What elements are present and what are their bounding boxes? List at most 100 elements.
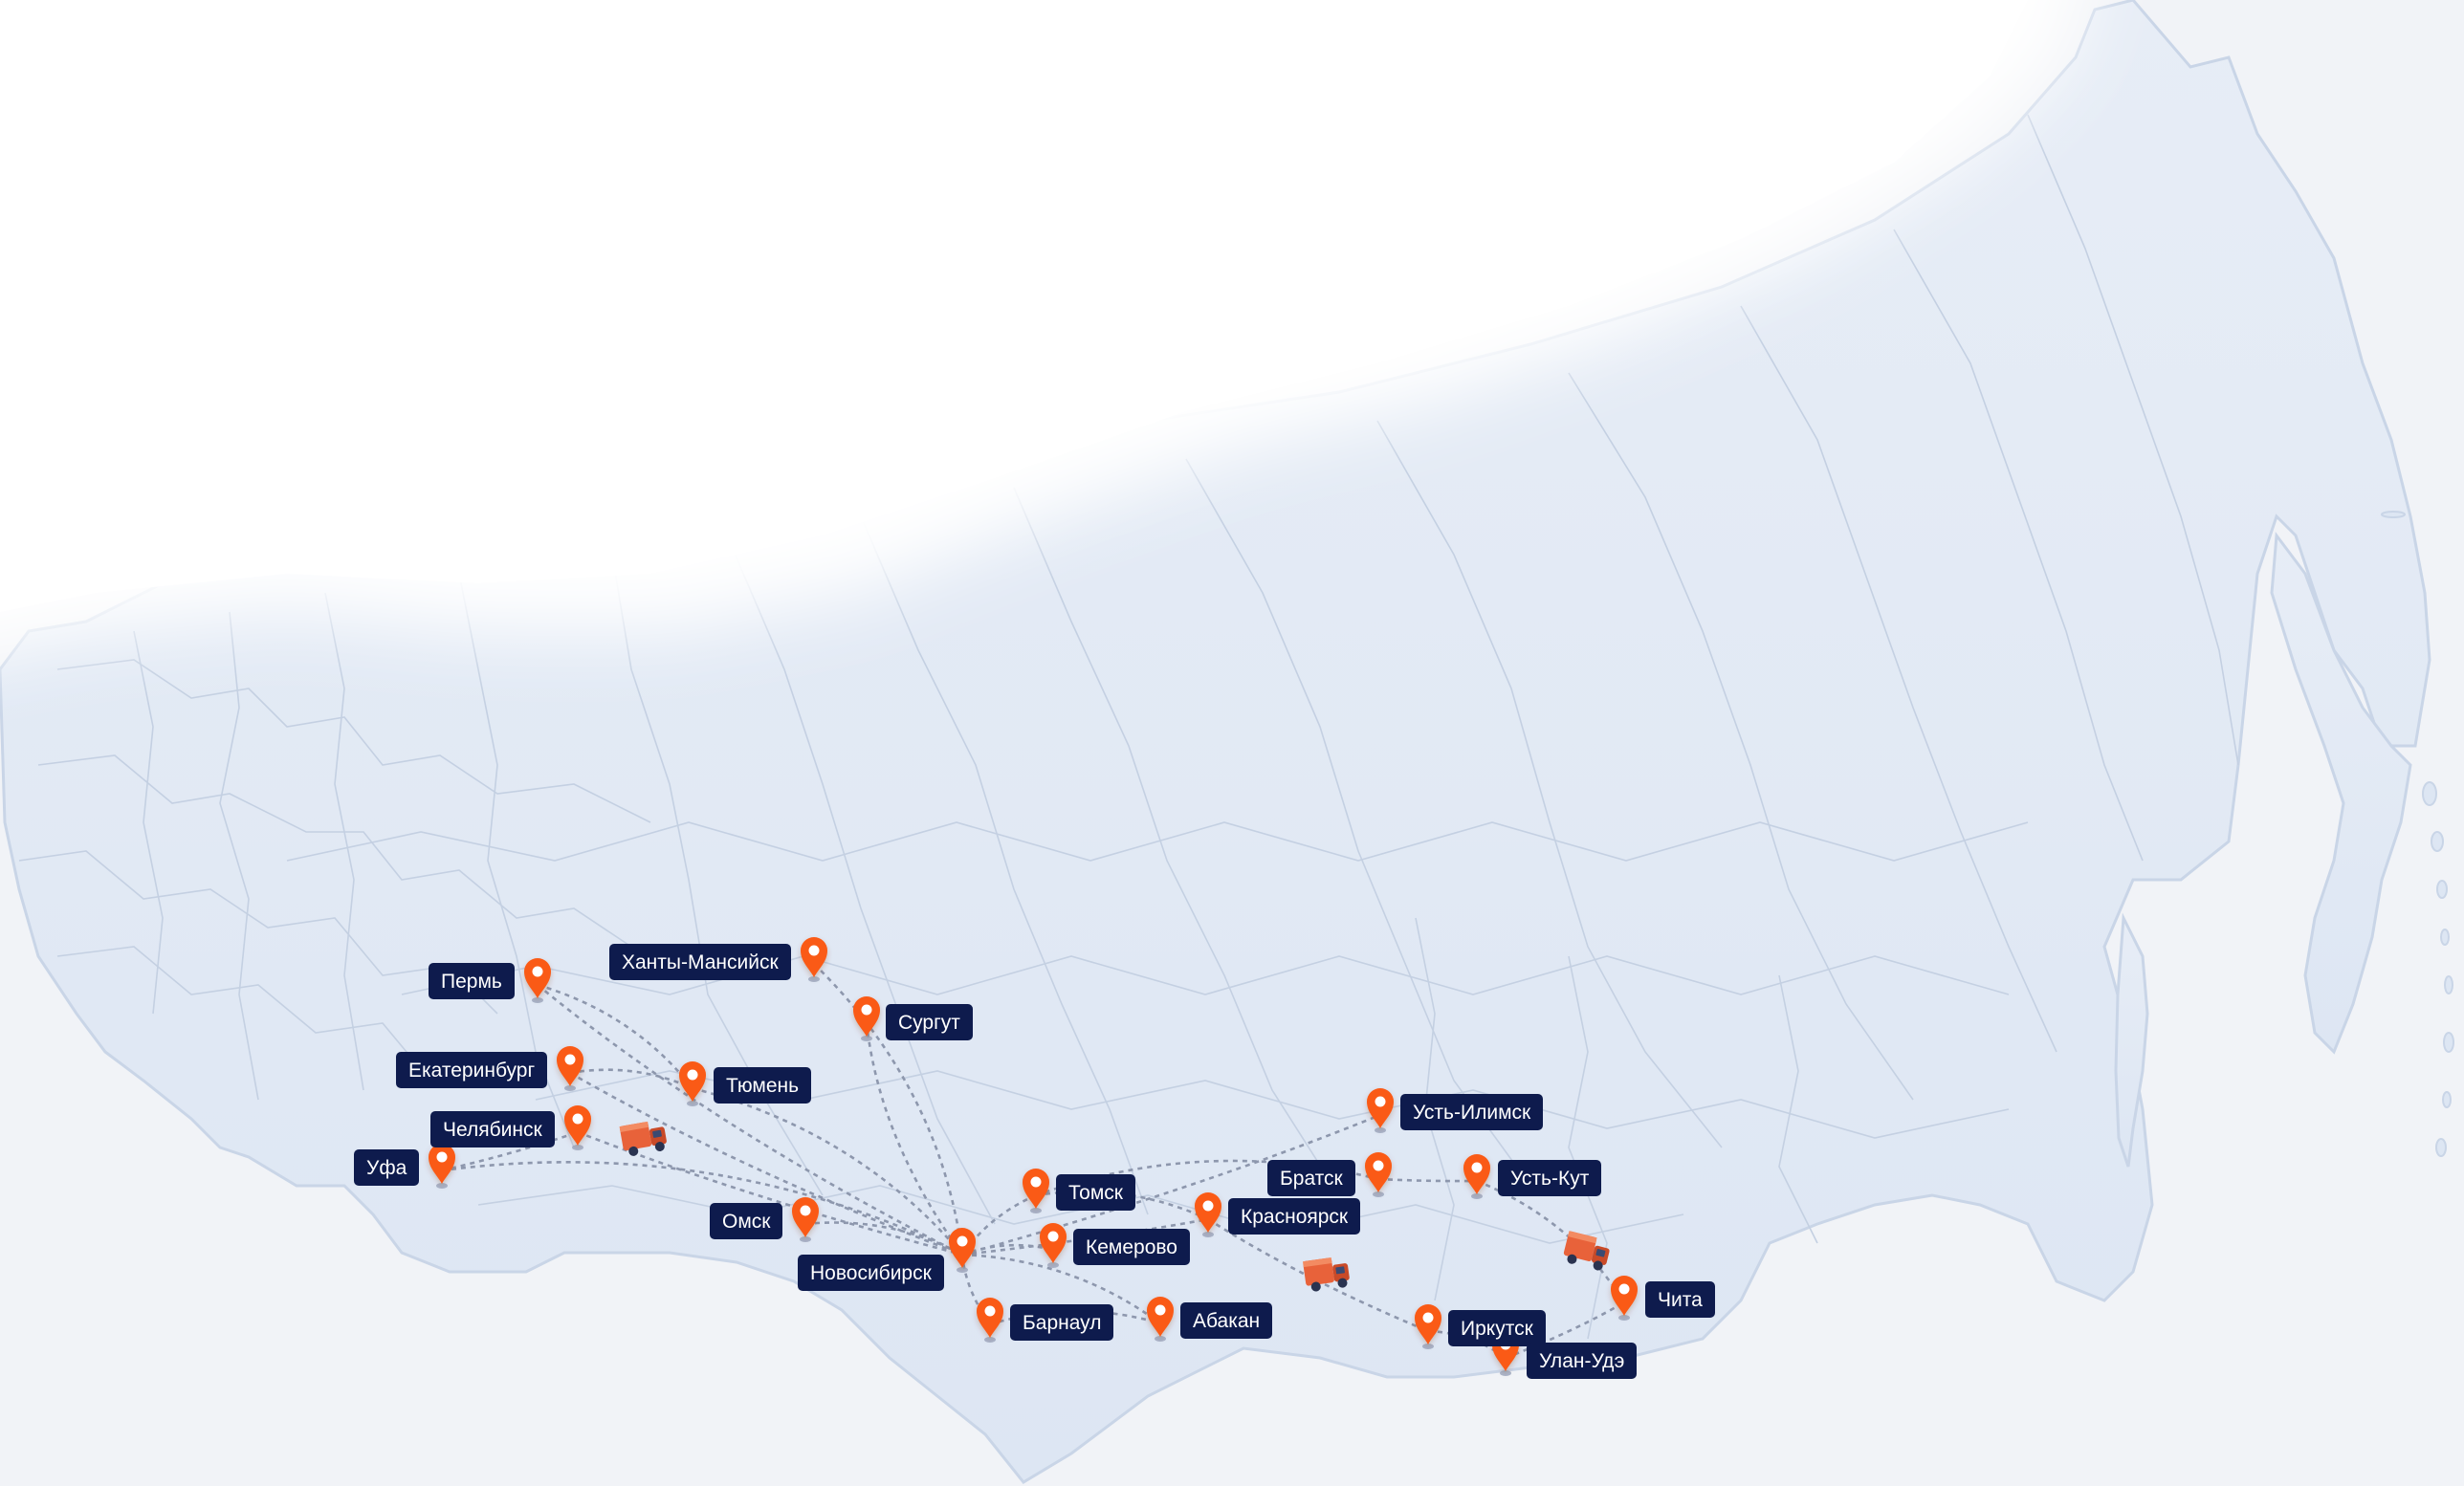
city-name: Иркутск xyxy=(1461,1318,1534,1340)
city-label-bratsk[interactable]: Братск xyxy=(1267,1160,1355,1196)
city-label-chita[interactable]: Чита xyxy=(1645,1281,1715,1318)
city-label-ufa[interactable]: Уфа xyxy=(354,1149,419,1186)
route-ust-kut-chita xyxy=(1476,1179,1626,1303)
route-novosibirsk-ust-ilimsk xyxy=(961,1113,1381,1257)
city-label-kemerovo[interactable]: Кемерово xyxy=(1073,1229,1190,1265)
city-label-bg xyxy=(710,1203,782,1239)
map-pin-icon xyxy=(1040,1223,1067,1268)
city-label-bg xyxy=(396,1052,547,1088)
city-name: Абакан xyxy=(1193,1310,1260,1332)
city-label-bg xyxy=(714,1067,811,1104)
pin-tomsk[interactable] xyxy=(1023,1169,1049,1213)
city-label-ust-kut[interactable]: Усть-Кут xyxy=(1498,1160,1601,1196)
route-khanty-mansiysk-novosibirsk xyxy=(813,963,964,1256)
map-pin-icon xyxy=(801,937,827,982)
map-pin-icon xyxy=(1463,1154,1490,1199)
city-label-ulan-ude[interactable]: Улан-Удэ xyxy=(1527,1343,1637,1379)
map-pin-icon xyxy=(1415,1304,1441,1349)
city-label-bg xyxy=(1527,1343,1637,1379)
map-pin-icon xyxy=(429,1144,455,1189)
city-label-bg xyxy=(1645,1281,1715,1318)
city-label-bg xyxy=(886,1004,973,1040)
map-pin-icon xyxy=(1023,1169,1049,1213)
route-perm-tyumen xyxy=(537,983,694,1089)
city-name: Екатеринбург xyxy=(408,1060,535,1082)
city-name: Уфа xyxy=(366,1157,407,1179)
city-label-tomsk[interactable]: Томск xyxy=(1056,1174,1135,1211)
pin-abakan[interactable] xyxy=(1147,1297,1174,1342)
region-borders xyxy=(18,114,2239,1340)
city-label-bg xyxy=(1180,1302,1272,1339)
route-novosibirsk-abakan xyxy=(961,1253,1161,1325)
city-name: Барнаул xyxy=(1023,1312,1101,1334)
map-pin-icon xyxy=(977,1298,1003,1343)
city-label-ust-ilimsk[interactable]: Усть-Илимск xyxy=(1400,1094,1543,1130)
delivery-truck-icon xyxy=(1302,1257,1350,1292)
route-ulan-ude-chita xyxy=(1505,1300,1625,1360)
pin-bratsk[interactable] xyxy=(1365,1152,1392,1197)
delivery-trucks xyxy=(619,1121,1610,1292)
city-label-khanty-mansiysk[interactable]: Ханты-Мансийск xyxy=(609,944,791,980)
route-bratsk-ust-kut xyxy=(1377,1177,1478,1183)
city-label-bg xyxy=(429,963,515,999)
map-pin-icon xyxy=(1195,1192,1221,1237)
kuril-islands xyxy=(2381,511,2454,1157)
pin-krasnoyarsk[interactable] xyxy=(1195,1192,1221,1237)
city-label-chelyabinsk[interactable]: Челябинск xyxy=(430,1111,555,1147)
city-name: Пермь xyxy=(441,971,502,993)
pin-barnaul[interactable] xyxy=(977,1298,1003,1343)
city-label-bg xyxy=(1010,1304,1113,1341)
city-label-bg xyxy=(1073,1229,1190,1265)
city-name: Новосибирск xyxy=(810,1262,933,1284)
pin-tyumen[interactable] xyxy=(679,1061,706,1106)
route-tyumen-novosibirsk xyxy=(692,1086,963,1256)
city-name: Челябинск xyxy=(443,1119,542,1141)
pin-khanty-mansiysk[interactable] xyxy=(801,937,827,982)
route-surgut-novosibirsk xyxy=(865,1022,964,1256)
pin-kemerovo[interactable] xyxy=(1040,1223,1067,1268)
map-pin-icon xyxy=(524,958,551,1003)
map-pin-icon xyxy=(1365,1152,1392,1197)
city-name: Красноярск xyxy=(1241,1206,1349,1228)
city-label-abakan[interactable]: Абакан xyxy=(1180,1302,1272,1339)
pin-chita[interactable] xyxy=(1611,1276,1638,1321)
pin-ufa[interactable] xyxy=(429,1144,455,1189)
city-label-yekaterinburg[interactable]: Екатеринбург xyxy=(396,1052,547,1088)
city-label-bg xyxy=(1448,1310,1546,1346)
pin-chelyabinsk[interactable] xyxy=(564,1105,591,1150)
route-ufa-novosibirsk xyxy=(441,1161,963,1257)
map-pin-icon xyxy=(1147,1297,1174,1342)
pin-ust-ilimsk[interactable] xyxy=(1367,1088,1394,1133)
delivery-truck-icon xyxy=(1563,1231,1610,1271)
city-label-bg xyxy=(430,1111,555,1147)
city-label-omsk[interactable]: Омск xyxy=(710,1203,782,1239)
pin-omsk[interactable] xyxy=(792,1197,819,1242)
pin-novosibirsk[interactable] xyxy=(949,1228,976,1273)
route-tomsk-novosibirsk xyxy=(960,1193,1037,1256)
map-pin-icon xyxy=(679,1061,706,1106)
city-name: Омск xyxy=(722,1211,771,1233)
city-label-krasnoyarsk[interactable]: Красноярск xyxy=(1228,1198,1360,1235)
pin-perm[interactable] xyxy=(524,958,551,1003)
map-pin-icon xyxy=(557,1046,583,1091)
pin-irkutsk[interactable] xyxy=(1415,1304,1441,1349)
delivery-truck-icon xyxy=(619,1121,667,1156)
city-label-tyumen[interactable]: Тюмень xyxy=(714,1067,811,1104)
pin-ust-kut[interactable] xyxy=(1463,1154,1490,1199)
city-label-surgut[interactable]: Сургут xyxy=(886,1004,973,1040)
city-label-barnaul[interactable]: Барнаул xyxy=(1010,1304,1113,1341)
pin-yekaterinburg[interactable] xyxy=(557,1046,583,1091)
map-pin-icon xyxy=(1367,1088,1394,1133)
city-label-irkutsk[interactable]: Иркутск xyxy=(1448,1310,1546,1346)
city-label-perm[interactable]: Пермь xyxy=(429,963,515,999)
city-name: Улан-Удэ xyxy=(1539,1350,1624,1372)
city-label-bg xyxy=(1498,1160,1601,1196)
city-name: Томск xyxy=(1068,1182,1124,1204)
city-label-novosibirsk[interactable]: Новосибирск xyxy=(798,1255,944,1291)
map-pin-icon xyxy=(564,1105,591,1150)
pin-surgut[interactable] xyxy=(853,996,880,1041)
city-name: Усть-Илимск xyxy=(1413,1102,1531,1124)
